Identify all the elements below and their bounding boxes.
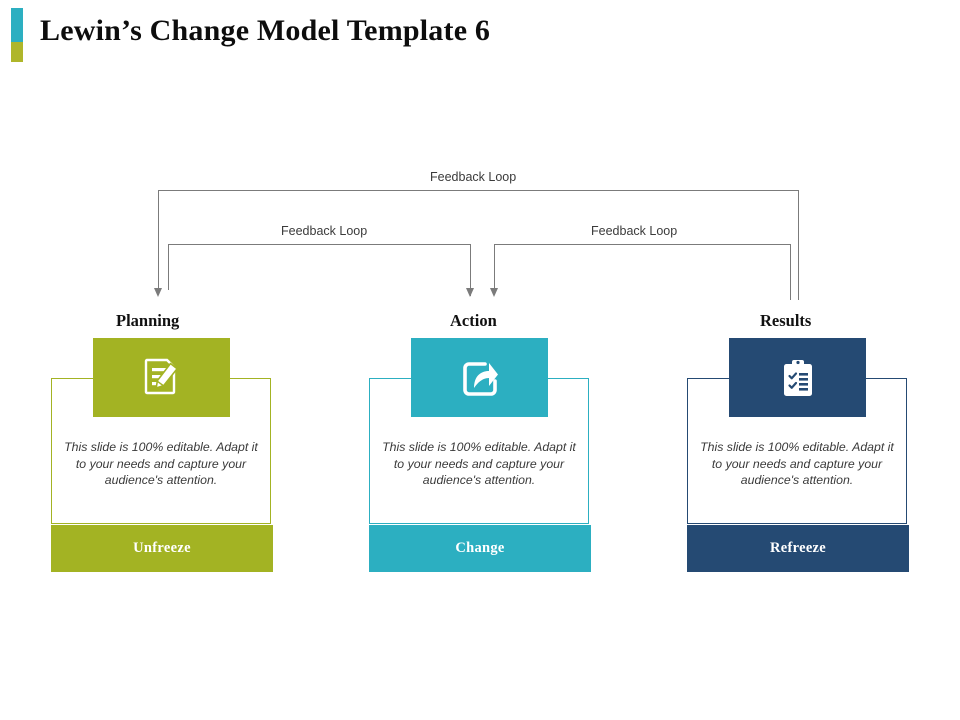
- inner-left-loop-label: Feedback Loop: [281, 224, 368, 238]
- outer-loop-label: Feedback Loop: [430, 170, 517, 184]
- outer-loop-right-riser: [798, 190, 799, 300]
- outer-loop-top-line: [158, 190, 799, 191]
- outer-loop-arrowhead: [154, 288, 162, 297]
- outer-loop-left-drop: [158, 190, 159, 290]
- card-action-body: This slide is 100% editable. Adapt it to…: [369, 378, 589, 524]
- accent-bar-bottom: [11, 42, 23, 62]
- share-arrow-icon: [458, 356, 502, 400]
- title-accent-bar: [11, 8, 23, 62]
- inner-right-loop-arrowhead-action: [490, 288, 498, 297]
- card-results-text: This slide is 100% editable. Adapt it to…: [700, 440, 894, 487]
- card-action-text: This slide is 100% editable. Adapt it to…: [382, 440, 576, 487]
- card-planning-footer[interactable]: Unfreeze: [51, 525, 273, 572]
- column-heading-action: Action: [450, 311, 497, 330]
- accent-bar-top: [11, 8, 23, 42]
- page-title: Lewin’s Change Model Template 6: [40, 14, 491, 47]
- card-action-footer[interactable]: Change: [369, 525, 591, 572]
- card-planning-body: This slide is 100% editable. Adapt it to…: [51, 378, 271, 524]
- clipboard-checklist-icon: [776, 356, 820, 400]
- card-planning-icon-box: [93, 338, 230, 417]
- inner-left-loop-right-riser: [470, 244, 471, 296]
- inner-left-loop-left-drop: [168, 244, 169, 290]
- feedback-loop-diagram: Feedback Loop Feedback Loop Feedback Loo…: [0, 160, 960, 310]
- column-heading-results: Results: [760, 311, 812, 330]
- column-heading-planning: Planning: [116, 311, 180, 330]
- card-action-icon-box: [411, 338, 548, 417]
- inner-right-loop-left-drop: [494, 244, 495, 290]
- card-results-icon-box: [729, 338, 866, 417]
- inner-left-loop-top-line: [168, 244, 471, 245]
- document-pencil-icon: [140, 356, 184, 400]
- inner-left-loop-arrowhead-planning: [466, 288, 474, 297]
- inner-right-loop-top-line: [494, 244, 791, 245]
- card-results-footer[interactable]: Refreeze: [687, 525, 909, 572]
- inner-right-loop-right-riser: [790, 244, 791, 300]
- card-planning-text: This slide is 100% editable. Adapt it to…: [64, 440, 258, 487]
- inner-right-loop-label: Feedback Loop: [591, 224, 678, 238]
